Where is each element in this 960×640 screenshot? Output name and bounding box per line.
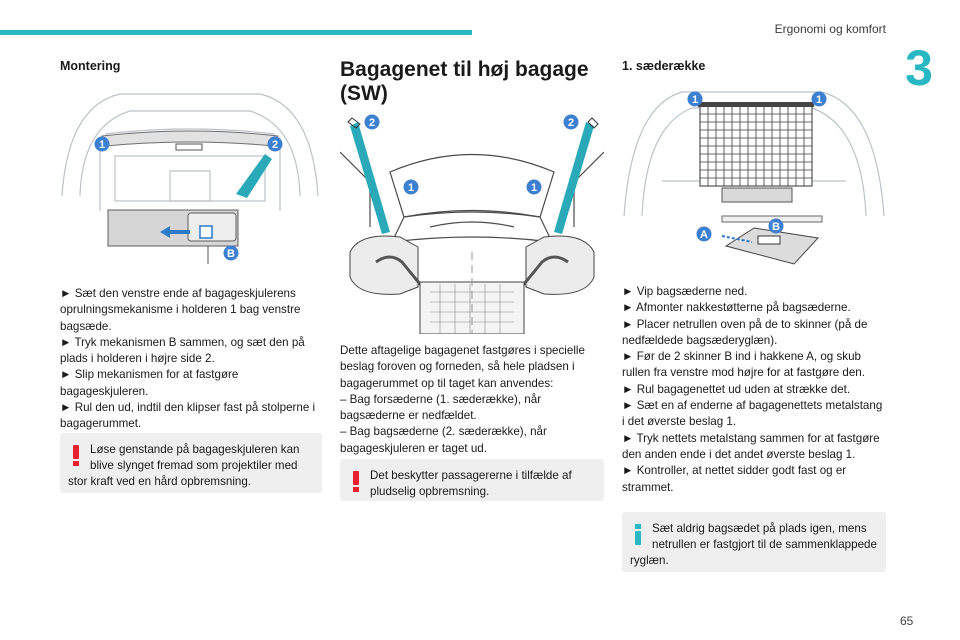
mounting-steps: ► Sæt den venstre ende af bagageskjulere… xyxy=(60,286,322,433)
svg-text:1: 1 xyxy=(816,94,822,106)
paragraph: – Bag forsæderne (1. sæderække), når bag… xyxy=(340,392,542,423)
step: ► Placer netrullen oven på de to skinner… xyxy=(622,317,868,347)
cargo-net-title: Bagagenet til høj bagage (SW) xyxy=(340,58,589,105)
warning-icon xyxy=(68,442,90,472)
svg-text:1: 1 xyxy=(99,139,105,151)
svg-text:2: 2 xyxy=(272,139,278,151)
info-text: Sæt aldrig bagsædet på plads igen, mens … xyxy=(630,522,877,567)
callout-1-left: 1 xyxy=(687,91,703,107)
first-row-heading: 1. sæderække xyxy=(622,59,706,73)
svg-text:1: 1 xyxy=(408,182,414,194)
svg-text:B: B xyxy=(227,248,235,260)
callout-1-left: 1 xyxy=(403,179,419,195)
svg-text:1: 1 xyxy=(692,94,698,106)
step: ► Afmonter nakkestøtterne på bagsæderne. xyxy=(622,301,851,315)
first-row-steps: ► Vip bagsæderne ned. ► Afmonter nakkest… xyxy=(622,284,886,496)
header-accent-bar xyxy=(0,30,472,35)
mounting-heading: Montering xyxy=(60,59,121,73)
info-box: Sæt aldrig bagsædet på plads igen, mens … xyxy=(622,512,886,572)
step: ► Rul den ud, indtil den klipser fast på… xyxy=(60,401,316,431)
warning-box: Løse genstande på bagageskjuleren kan bl… xyxy=(60,433,322,493)
callout-1: 1 xyxy=(94,136,110,152)
step: ► Sæt den venstre ende af bagageskjulere… xyxy=(60,287,301,333)
callout-B: B xyxy=(223,245,239,261)
cargo-cover-illustration: 1 2 B xyxy=(61,93,319,264)
callout-1-right: 1 xyxy=(811,91,827,107)
step: ► Slip mekanismen for at fastgøre bagage… xyxy=(60,368,239,398)
step: ► Kontroller, at nettet sidder godt fast… xyxy=(622,464,847,494)
paragraph: – Bag bagsæderne (2. sæderække), når bag… xyxy=(340,425,547,455)
first-row-net-illustration: 1 1 A B xyxy=(623,91,885,265)
svg-text:1: 1 xyxy=(531,182,537,194)
step: ► Tryk nettets metalstang sammen for at … xyxy=(622,431,880,461)
section-title: Ergonomi og komfort xyxy=(774,22,886,36)
svg-text:2: 2 xyxy=(369,117,375,129)
cargo-net-illustration: 2 2 1 1 xyxy=(340,114,604,334)
step: ► Vip bagsæderne ned. xyxy=(622,285,748,298)
callout-2-right: 2 xyxy=(563,114,579,130)
cargo-net-description: Dette aftagelige bagagenet fastgøres i s… xyxy=(340,343,604,457)
step: ► Rul bagagenettet ud uden at strække de… xyxy=(622,382,851,396)
svg-text:A: A xyxy=(700,229,708,241)
paragraph: Dette aftagelige bagagenet fastgøres i s… xyxy=(340,344,585,390)
step: ► Tryk mekanismen B sammen, og sæt den p… xyxy=(60,335,305,366)
callout-B: B xyxy=(768,218,784,234)
callout-2: 2 xyxy=(267,136,283,152)
svg-text:B: B xyxy=(772,221,780,233)
warning-text: Det beskytter passagererne i tilfælde af… xyxy=(370,469,572,498)
warning-icon xyxy=(348,468,370,498)
warning-box: Det beskytter passagererne i tilfælde af… xyxy=(340,459,604,501)
info-icon xyxy=(630,521,652,551)
callout-1-right: 1 xyxy=(526,179,542,195)
step: ► Før de 2 skinner B ind i hakkene A, og… xyxy=(622,350,865,380)
step: ► Sæt en af enderne af bagagenettets met… xyxy=(622,399,883,429)
chapter-number: 3 xyxy=(905,40,933,96)
warning-text: Løse genstande på bagageskjuleren kan bl… xyxy=(68,443,300,488)
page-number: 65 xyxy=(900,614,914,628)
callout-2-left: 2 xyxy=(364,114,380,130)
callout-A: A xyxy=(696,226,712,242)
svg-text:2: 2 xyxy=(568,117,574,129)
